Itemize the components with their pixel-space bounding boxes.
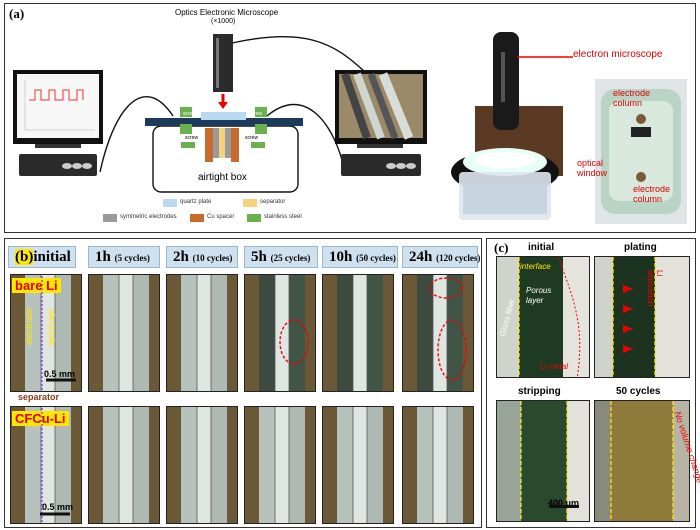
legend-swatch-cu	[190, 214, 204, 222]
cfcu-li-micrograph	[10, 406, 82, 524]
bare-li-tag: bare Li	[12, 278, 61, 293]
panel-a-label: (a)	[9, 6, 25, 21]
legend-swatch-steel	[247, 214, 261, 222]
legend-swatch-quartz	[163, 199, 177, 207]
bare-li-micrograph	[322, 274, 394, 392]
header-main: initial	[33, 249, 71, 265]
legend-separator: separator	[260, 199, 286, 205]
cfcu-li-micrograph	[88, 406, 160, 524]
panel-c-50-cycles-image	[594, 400, 690, 522]
cfcu-li-micrograph	[244, 406, 316, 524]
header-sub: (50 cycles)	[356, 253, 396, 263]
panel-a: (a) Optics Electronic Microscope (×1000)	[4, 3, 696, 233]
header-sub: (10 cycles)	[192, 253, 233, 263]
header-sub: (120 cycles)	[436, 253, 481, 263]
panel-c-stripping-image	[496, 400, 590, 522]
separator-label: separator	[18, 392, 60, 402]
setup-schematic	[13, 34, 427, 193]
legend-cu: Cu spacer	[207, 214, 235, 220]
porous-layer-label: Porous layer	[526, 286, 552, 305]
panel-c-scale-label: 400 μm	[548, 498, 580, 508]
optical-window-label: optical window	[577, 158, 608, 178]
panel-c-title-stripping: stripping	[518, 386, 561, 397]
panel-c-initial-image	[496, 256, 590, 378]
screw-label: screw	[245, 135, 259, 141]
legend-swatch-electrodes	[103, 214, 117, 222]
interface-label: interface	[520, 262, 551, 271]
bare-li-micrograph	[166, 274, 238, 392]
scale-bar-label: 0.5 mm	[44, 369, 76, 379]
header-initial: (b)initial	[8, 246, 76, 268]
microscope-photo	[445, 22, 567, 227]
screw-label: screw	[249, 111, 263, 117]
header-main: 5h	[251, 249, 267, 265]
header-5h: 5h (25 cycles)	[244, 246, 318, 268]
panel-c-title-50-cycles: 50 cycles	[616, 386, 661, 397]
legend-steel: stainless steel	[264, 214, 302, 220]
panel-c-title-initial: initial	[528, 242, 555, 253]
microscope-icon	[213, 34, 233, 109]
screw-label: screw	[185, 135, 199, 141]
left-monitor-icon	[13, 70, 103, 176]
legend-swatch-separator	[243, 199, 257, 207]
scale-bar-label: 0.5 mm	[42, 502, 74, 512]
li-metal-label: Li metal	[540, 362, 569, 371]
panel-b-label: (b)	[15, 249, 34, 265]
header-sub: (5 cycles)	[114, 253, 150, 263]
right-monitor-icon	[335, 70, 427, 176]
header-24h: 24h (120 cycles)	[402, 246, 481, 268]
cell-photo	[595, 79, 687, 224]
header-main: 24h	[409, 249, 433, 265]
microscope-magnification: (×1000)	[211, 18, 236, 25]
header-main: 2h	[173, 249, 189, 265]
bare-li-micrograph	[402, 274, 474, 392]
legend-electrodes: symmetric electrodes	[120, 214, 177, 220]
bare-li-micrograph	[10, 274, 82, 392]
screw-label: screw	[183, 111, 197, 117]
airtight-box-label: airtight box	[198, 172, 247, 183]
electrode-column-label: electrode column	[633, 184, 671, 204]
cfcu-li-micrograph	[322, 406, 394, 524]
electron-microscope-label: electron microscope	[573, 49, 663, 60]
electrode-column-label: electrode column	[613, 88, 651, 108]
panel-c-title-plating: plating	[624, 242, 657, 253]
header-2h: 2h (10 cycles)	[166, 246, 238, 268]
cfcu-li-micrograph	[166, 406, 238, 524]
bare-li-micrograph	[88, 274, 160, 392]
panel-c-label: (c)	[494, 240, 509, 256]
header-10h: 10h (50 cycles)	[322, 246, 398, 268]
pointer-arrow	[517, 56, 573, 58]
bare-li-micrograph	[244, 274, 316, 392]
cfcu-li-micrograph	[402, 406, 474, 524]
panel-c-plating-image	[594, 256, 690, 378]
microscope-title: Optics Electronic Microscope	[175, 8, 279, 17]
legend-quartz: quartz plate	[180, 199, 212, 205]
header-sub: (25 cycles)	[270, 253, 311, 263]
cfcu-li-tag: CFCu-Li	[12, 411, 69, 426]
header-main: 10h	[329, 249, 353, 265]
header-1h: 1h (5 cycles)	[88, 246, 160, 268]
header-main: 1h	[95, 249, 111, 265]
